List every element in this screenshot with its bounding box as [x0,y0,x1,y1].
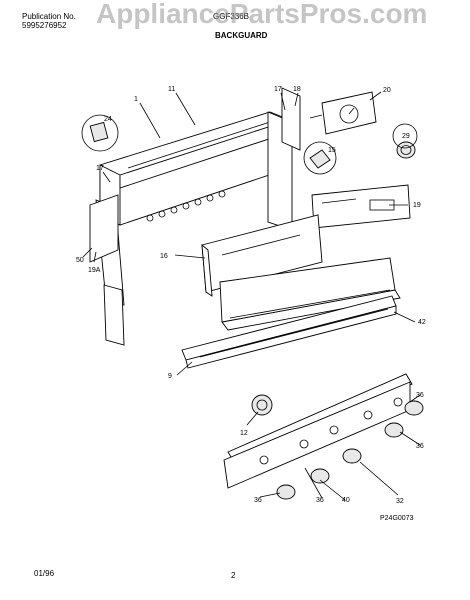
leader-lines [82,91,421,501]
callout-29: 29 [402,133,410,140]
figure-code: P24G0073 [380,515,414,522]
callout-12: 12 [240,430,248,437]
control-panel-glass [311,184,411,229]
callout-17-top: 17 [274,86,282,93]
manifold-rail [181,295,397,369]
callout-17-left: 17 [96,165,104,172]
callout-50: 50 [76,257,84,264]
callout-15: 15 [328,147,336,154]
callout-19a: 19A [88,267,101,274]
clock-timer [309,91,377,135]
section-title: BACKGUARD [215,31,268,40]
callout-42: 42 [418,319,426,326]
callout-36-upper: 36 [416,392,424,399]
burner-knobs [276,400,424,500]
footer-date: 01/96 [34,569,55,578]
callout-19: 19 [413,202,421,209]
callout-32: 32 [396,498,404,505]
callout-20: 20 [383,87,391,94]
watermark: AppliancePartsPros.com [96,0,428,29]
callout-labels: 1 11 17 18 20 24 15 29 17 19 50 19A 16 4… [76,86,426,522]
rear-frame [89,87,301,346]
vent-holes [146,190,226,222]
callout-36-left: 36 [254,497,262,504]
manifold-panel [219,257,401,331]
callout-36-mid: 36 [416,443,424,450]
callout-1: 1 [134,96,138,103]
callout-9: 9 [168,373,172,380]
callout-11: 11 [168,86,175,93]
timer-knob [392,123,418,159]
callout-16: 16 [160,253,168,260]
valve-assembly [251,394,273,416]
callout-24: 24 [104,116,112,123]
footer-page: 2 [231,571,236,580]
rocker-switch [81,114,119,152]
publication-label: Publication No. [22,12,76,21]
publication-number: 5995276952 [22,21,67,30]
oven-switch [303,141,337,175]
callout-18: 18 [293,86,301,93]
control-panel [201,214,323,297]
callout-36-center: 36 [316,497,324,504]
callout-40: 40 [342,497,350,504]
model-number: GGF336B [213,12,250,21]
